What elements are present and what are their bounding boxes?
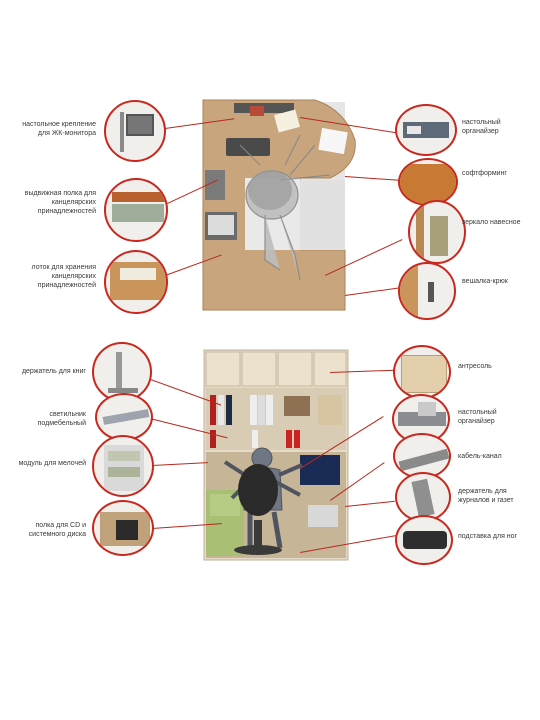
softforming-image: [398, 158, 458, 206]
printer-module-image: [92, 435, 154, 497]
foot-rest-image: [395, 515, 453, 565]
label-hanger-hook: вешалка-крюк: [462, 278, 508, 285]
label-cable-channel: кабель-канал: [458, 453, 502, 460]
desk-organizer-image: [395, 104, 457, 156]
label-pullout-shelf: выдвижная полка для канцелярских принадл…: [24, 190, 96, 215]
label-monitor-mount: настольное крепление для ЖК-монитора: [22, 121, 96, 137]
label-book-holder: держатель для книг: [21, 368, 86, 375]
hanger-hook-image: [398, 262, 456, 320]
mezzanine-image: [393, 345, 451, 399]
label-foot-rest: подставка для ног: [458, 533, 518, 540]
label-cd-shelf: полка для CD и системного диска: [28, 522, 86, 538]
label-magazine-holder: держатель для журналов и газет: [458, 488, 514, 504]
cd-shelf-image: [92, 500, 154, 556]
label-softforming: софтформинг: [462, 170, 507, 177]
tray-image: [104, 250, 168, 314]
top-office-plan: [202, 99, 356, 311]
label-desk-organizer2: настольный органайзер: [458, 409, 497, 425]
label-printer-module: модуль для мелочей: [18, 460, 86, 467]
label-desk-organizer: настольный органайзер: [462, 119, 501, 135]
cabinet-light-image: [95, 393, 153, 441]
pullout-shelf-image: [104, 178, 168, 242]
label-mezzanine: антресоль: [458, 363, 492, 370]
monitor-mount-image: [104, 100, 166, 162]
label-wall-mirror: зеркало навесное: [462, 219, 521, 226]
label-tray: лоток для хранения канцелярских принадле…: [31, 264, 96, 289]
label-cabinet-light: светильник подмебельный: [37, 411, 86, 427]
